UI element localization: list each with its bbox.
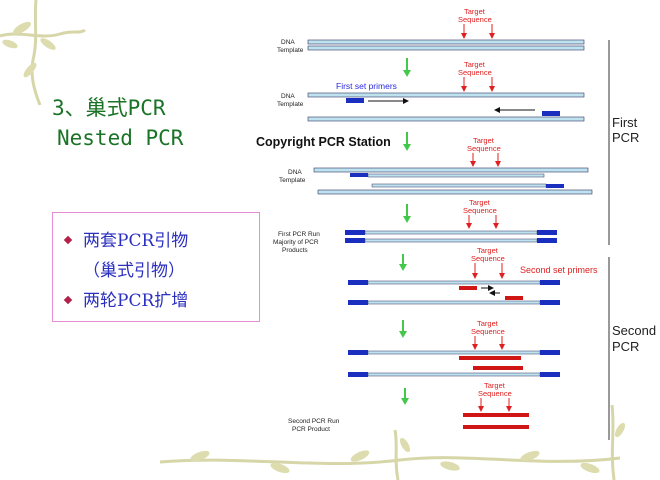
template-strand — [367, 300, 541, 305]
second-phase-label: Second — [612, 323, 656, 338]
bullet-item-nested-primers: （巢式引物） — [83, 261, 185, 281]
dna-strand — [307, 45, 585, 51]
template-label: Template — [277, 101, 304, 108]
slide-title-english: Nested PCR — [57, 126, 184, 150]
copyright-text: Copyright PCR Station — [256, 135, 391, 149]
primer-block — [540, 300, 560, 305]
sequence-label: Sequence — [471, 254, 505, 263]
first-pcr-run-label: First PCR Run — [278, 231, 320, 238]
primer-block — [540, 280, 560, 285]
second-pcr-run-label: Second PCR Run — [288, 418, 340, 425]
second-product-strand — [473, 366, 523, 370]
step-arrow-head — [401, 398, 409, 405]
second-primer-forward — [459, 286, 477, 290]
final-product-strand — [463, 413, 529, 417]
sequence-label: Sequence — [458, 15, 492, 24]
second-set-primers-label: Second set primers — [520, 265, 598, 275]
dna-strand — [307, 116, 585, 122]
target-label: Target — [469, 198, 491, 207]
primer-block — [350, 173, 368, 177]
sequence-label: Sequence — [478, 389, 512, 398]
sequence-label: Sequence — [467, 144, 501, 153]
step-arrow-head — [399, 264, 407, 271]
template-strand — [367, 372, 541, 377]
new-strand — [371, 183, 547, 188]
target-label: Target — [477, 246, 499, 255]
pcr-product-strand — [364, 238, 538, 243]
new-strand — [367, 173, 545, 178]
second-pcr-phase-label: PCR — [612, 339, 639, 354]
primer-block — [348, 350, 368, 355]
pcr-product-label: PCR Product — [292, 426, 330, 433]
primer-block — [345, 238, 365, 243]
dna-strand — [313, 167, 589, 173]
dna-strand — [307, 39, 585, 45]
primer-block — [348, 372, 368, 377]
slide-title-chinese: 3、巢式PCR — [52, 96, 166, 120]
first-primer-reverse — [542, 111, 560, 116]
dna-strand — [307, 92, 585, 98]
step-arrow-head — [399, 331, 407, 338]
template-strand — [367, 280, 541, 285]
primer-block — [537, 230, 557, 235]
step-arrow-head — [403, 70, 411, 77]
first-pcr-phase-label: PCR — [612, 130, 639, 145]
target-label: Target — [464, 60, 486, 69]
sequence-label: Sequence — [463, 206, 497, 215]
first-set-primers-label: First set primers — [336, 81, 397, 91]
primer-block — [348, 300, 368, 305]
dna-strand — [317, 189, 593, 195]
template-strand — [367, 350, 541, 355]
dna-label: DNA — [288, 169, 302, 176]
primer-block — [348, 280, 368, 285]
dna-label: DNA — [281, 39, 295, 46]
primer-block — [345, 230, 365, 235]
dna-label: DNA — [281, 93, 295, 100]
step-arrow-head — [403, 216, 411, 223]
primer-block — [546, 184, 564, 188]
sequence-label: Sequence — [471, 327, 505, 336]
step-arrow-head — [403, 144, 411, 151]
target-label: Target — [484, 381, 506, 390]
first-phase-label: First — [612, 115, 638, 130]
second-primer-reverse — [505, 296, 523, 300]
template-label: Template — [277, 47, 304, 54]
target-label: Target — [477, 319, 499, 328]
template-label: Template — [279, 177, 306, 184]
majority-label: Majority of PCR — [273, 239, 319, 246]
primer-block — [540, 350, 560, 355]
primer-block — [537, 238, 557, 243]
target-label: Target — [464, 7, 486, 16]
sequence-label: Sequence — [458, 68, 492, 77]
bullet-item-two-rounds: 两轮PCR扩增 — [83, 291, 189, 311]
second-product-strand — [459, 356, 521, 360]
final-product-strand — [463, 425, 529, 429]
pcr-product-strand — [364, 230, 538, 235]
target-label: Target — [473, 136, 495, 145]
bullet-item-primer-sets: 两套PCR引物 — [83, 231, 189, 251]
bullet-list-box: 两套PCR引物 （巢式引物） 两轮PCR扩增 — [52, 212, 260, 322]
products-label: Products — [282, 247, 308, 254]
primer-block — [540, 372, 560, 377]
first-primer-forward — [346, 98, 364, 103]
